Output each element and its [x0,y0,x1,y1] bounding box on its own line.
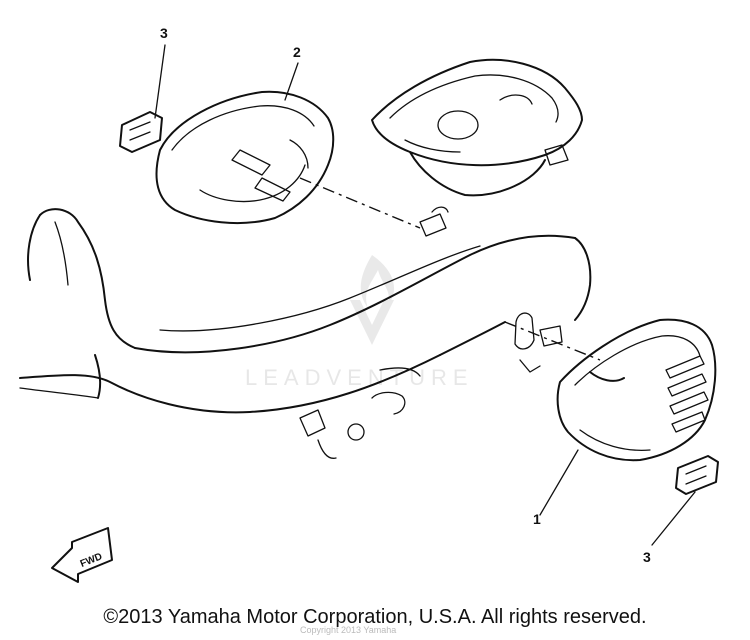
emblem-top [119,111,163,153]
grommet-left [419,213,447,237]
callout-2: 2 [293,44,301,60]
leader-3-bottom [651,491,696,546]
emblem-bottom [675,455,719,495]
watermark-text: LEADVENTURE [245,365,474,390]
side-cover-right [556,318,717,462]
frame-tube [19,208,592,459]
leader-3-top [154,44,166,119]
faint-overlay-text: Copyright 2013 Yamaha [300,625,396,635]
watermark-logo: LEADVENTURE [245,255,474,390]
fwd-arrow-icon: FWD [51,527,113,583]
leader-1 [539,449,579,516]
callout-3-top: 3 [160,25,168,41]
leader-2 [284,62,299,101]
mount-line-right [504,321,601,361]
callout-3-bottom: 3 [643,549,651,565]
callout-1: 1 [533,511,541,527]
copyright-notice: ©2013 Yamaha Motor Corporation, U.S.A. A… [103,606,647,628]
mount-line-left [299,177,421,229]
bolt-left [431,206,449,213]
side-cover-left [155,90,335,225]
seat-tank [371,58,583,197]
